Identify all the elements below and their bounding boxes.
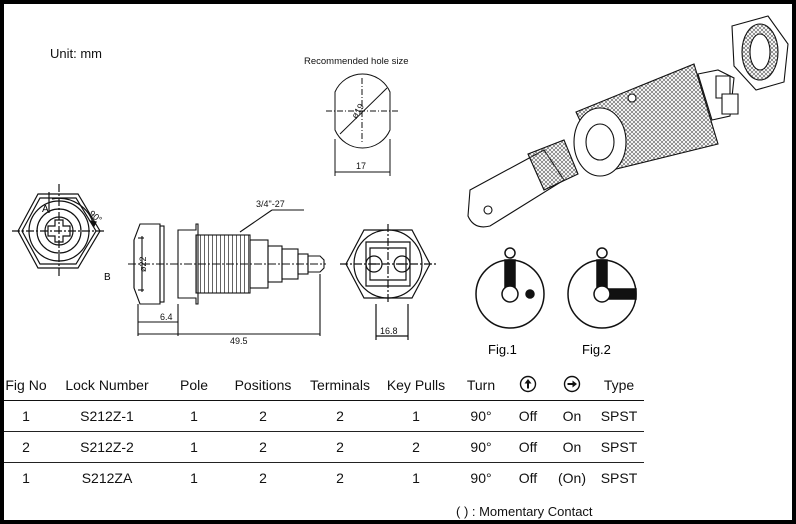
cell-positions: 2: [259, 408, 267, 424]
cell-lock: S212Z-1: [80, 408, 134, 424]
table-row: 1 S212Z-1 1 2 2 1 90° Off On SPST: [4, 400, 644, 432]
cell-pole: 1: [190, 408, 198, 424]
dim-49-5-label: 49.5: [230, 336, 248, 346]
header-lock-number: Lock Number: [65, 377, 149, 393]
cell-right: (On): [558, 470, 586, 486]
spec-table: Fig No Lock Number Pole Positions Termin…: [4, 370, 644, 493]
fig2-label: Fig.2: [582, 342, 611, 357]
header-fig-no: Fig No: [5, 377, 47, 393]
cell-turn: 90°: [470, 408, 492, 424]
fig1-label: Fig.1: [488, 342, 517, 357]
hole-width-label: 17: [356, 161, 366, 171]
header-terminals: Terminals: [310, 377, 370, 393]
rear-view-drawing: [340, 224, 436, 340]
cell-type: SPST: [600, 470, 638, 486]
header-turn: Turn: [466, 377, 496, 393]
header-right: [550, 370, 594, 401]
angle-label: 90°: [87, 208, 104, 225]
fig1-diagram: [475, 247, 545, 329]
header-type: Type: [603, 377, 635, 393]
fig2-diagram: [567, 247, 637, 329]
cell-right: On: [562, 408, 582, 424]
cell-up: Off: [518, 408, 538, 424]
thread-label: 3/4"-27: [256, 199, 285, 209]
diameter-22-label: ø22: [138, 256, 148, 272]
unit-label: Unit: mm: [50, 46, 102, 61]
cell-lock: S212ZA: [81, 470, 133, 486]
header-up: [506, 370, 550, 401]
cell-terminals: 2: [336, 470, 344, 486]
cell-turn: 90°: [470, 470, 492, 486]
technical-drawing: ø19 17 A B 90°: [12, 15, 789, 357]
cell-lock: S212Z-2: [80, 439, 134, 455]
key-switch-illustration: [467, 15, 789, 228]
recommended-hole-label: Recommended hole size: [304, 56, 409, 67]
side-view-drawing: [128, 209, 326, 336]
header-pole: Pole: [179, 377, 209, 393]
cell-fig: 1: [22, 408, 30, 424]
cell-pole: 1: [190, 439, 198, 455]
cell-positions: 2: [259, 439, 267, 455]
table-header-divider: [4, 400, 644, 401]
momentary-contact-note: ( ) : Momentary Contact: [456, 504, 593, 519]
datasheet-page: Unit: mm Recommended hole size ø19 17: [4, 4, 792, 520]
arrow-right-circle-icon: [563, 375, 581, 392]
table-row: 1 S212ZA 1 2 2 1 90° Off (On) SPST: [4, 462, 644, 494]
cell-pulls: 1: [412, 408, 420, 424]
table-row: 2 S212Z-2 1 2 2 2 90° Off On SPST: [4, 431, 644, 463]
arrow-up-circle-icon: [519, 375, 537, 392]
cell-up: Off: [518, 439, 538, 455]
cell-terminals: 2: [336, 408, 344, 424]
position-b-label: B: [104, 272, 111, 283]
cell-pulls: 2: [412, 439, 420, 455]
dim-16-8-label: 16.8: [380, 326, 398, 336]
dim-6-4-label: 6.4: [160, 312, 173, 322]
cell-up: Off: [518, 470, 538, 486]
hole-diameter-label: ø19: [349, 102, 366, 120]
cell-pole: 1: [190, 470, 198, 486]
position-a-label: A: [42, 204, 49, 215]
table-header-row: Fig No Lock Number Pole Positions Termin…: [4, 370, 644, 401]
hole-size-drawing: [326, 73, 398, 176]
cell-pulls: 1: [412, 470, 420, 486]
cell-right: On: [562, 439, 582, 455]
cell-fig: 2: [22, 439, 30, 455]
cell-type: SPST: [600, 408, 638, 424]
cell-turn: 90°: [470, 439, 492, 455]
cell-positions: 2: [259, 470, 267, 486]
front-view-drawing: [12, 184, 106, 276]
cell-type: SPST: [600, 439, 638, 455]
header-key-pulls: Key Pulls: [386, 377, 446, 393]
cell-terminals: 2: [336, 439, 344, 455]
header-positions: Positions: [234, 377, 292, 393]
cell-fig: 1: [22, 470, 30, 486]
